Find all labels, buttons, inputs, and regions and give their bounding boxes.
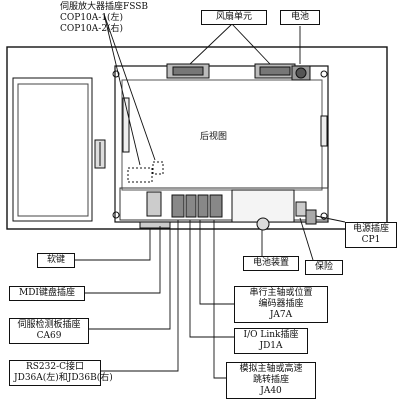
fssb-label-line1: 伺服放大器插座FSSB — [60, 2, 149, 12]
fssb-label-line2: COP10A-1(左) — [60, 13, 124, 23]
fssb-connector — [127, 167, 153, 183]
rs232-line1: RS232-C接口 — [25, 362, 85, 372]
connector-ja40 — [209, 194, 223, 218]
rs232-label: RS232-C接口 JD36A(左)和JD36B(右) — [9, 360, 113, 386]
fuse-label: 保险 — [305, 260, 343, 275]
connector-jd36 — [171, 194, 185, 218]
outer-panel — [6, 46, 388, 230]
fssb-label-line3: COP10A-2(右) — [60, 24, 124, 34]
analog-spindle-label: 模拟主轴或高速 跳转插座 JA40 — [226, 362, 316, 399]
connector-ja7a — [197, 194, 209, 218]
servo-detect-label: 伺服检测板插座 CA69 — [9, 318, 89, 344]
io-link-line1: I/O Link插座 — [243, 330, 299, 340]
main-board — [114, 65, 329, 223]
analog-spindle-line3: JA40 — [260, 386, 282, 396]
battery-label: 电池 — [280, 10, 320, 25]
rear-view-label: 后视图 — [200, 132, 228, 142]
servo-detect-line2: CA69 — [36, 331, 62, 341]
battery-device — [231, 189, 295, 223]
soft-key-label: 软键 — [37, 253, 75, 268]
rs232-line2: JD36A(左)和JD36B(右) — [14, 373, 113, 383]
fan-unit-label: 风扇单元 — [201, 10, 267, 25]
serial-spindle-line1: 串行主轴或位置 — [249, 288, 313, 298]
left-inner-frame — [17, 83, 89, 217]
serial-spindle-line3: JA7A — [269, 310, 293, 320]
vertical-connector — [122, 97, 130, 153]
fssb-label: 伺服放大器插座FSSB COP10A-1(左) COP10A-2(右) — [60, 2, 148, 35]
soft-key-strip — [139, 221, 171, 229]
left-panel — [12, 77, 93, 222]
battery-device-label: 电池装置 — [243, 256, 299, 271]
power-socket-label: 电源插座 CP1 — [345, 222, 397, 248]
right-connector — [320, 115, 328, 147]
analog-spindle-line2: 跳转插座 — [252, 375, 289, 385]
connector-block-1 — [146, 191, 162, 217]
fuse-block — [295, 201, 307, 217]
connector-jd1a — [185, 194, 197, 218]
power-socket-line2: CP1 — [361, 235, 381, 245]
io-link-label: I/O Link插座 JD1A — [234, 328, 308, 354]
power-socket — [305, 209, 317, 225]
mdi-socket-label: MDI键盘插座 — [9, 286, 85, 301]
serial-spindle-label: 串行主轴或位置 编码器插座 JA7A — [234, 286, 328, 323]
servo-detect-line1: 伺服检测板插座 — [17, 320, 81, 330]
io-link-line2: JD1A — [259, 341, 283, 351]
serial-spindle-line2: 编码器插座 — [258, 299, 304, 309]
analog-spindle-line1: 模拟主轴或高速 — [239, 364, 303, 374]
power-socket-line1: 电源插座 — [352, 224, 389, 234]
